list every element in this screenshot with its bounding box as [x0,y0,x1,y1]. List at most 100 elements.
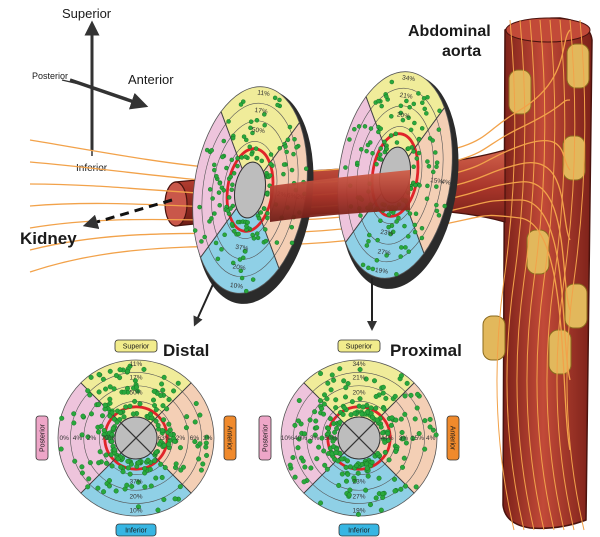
proximal-nerve-dot [363,376,369,382]
distal-nerve-dot [159,474,165,480]
proximal-disk-nerve-dot [421,96,427,101]
proximal-nerve-dot [402,411,408,417]
proximal-disk-nerve-dot [388,133,394,138]
distal-nerve-dot [107,368,113,374]
distal-nerve-dot [101,489,107,495]
proximal-disk-nerve-dot [414,156,419,161]
proximal-nerve-dot [345,381,351,387]
proximal-disk-nerve-dot [419,235,425,241]
distal-nerve-dot [123,404,129,410]
proximal-nerve-dot [408,392,414,398]
proximal-nerve-dot [345,471,351,477]
distal-anterior-pct: 63% [158,435,171,442]
proximal-nerve-dot [321,411,327,417]
distal-nerve-dot [172,496,178,502]
distal-posterior-pct: 79% [101,435,114,442]
distal-disk-inferior-pct: 37% [235,244,249,253]
proximal-disk-nerve-dot [406,234,411,239]
distal-nerve-dot [152,458,158,464]
proximal-nerve-dot [290,455,296,461]
proximal-disk-nerve-dot [424,111,429,116]
distal-nerve-dot [96,460,102,466]
distal-zone-boundary [150,452,192,494]
distal-nerve-dot [153,407,159,413]
proximal-nerve-dot [398,373,404,379]
proximal-disk-nerve-dot [364,243,370,248]
proximal-disk-nerve-dot [406,249,411,254]
proximal-nerve-dot [399,429,405,435]
proximal-disk-nerve-dot [408,127,414,133]
proximal-disk-nerve-dot [386,212,391,217]
svg-text:Inferior: Inferior [348,528,370,535]
distal-posterior-pct: 4% [73,435,83,442]
distal-nerve-dot [164,406,170,412]
distal-disk-nerve-dot [262,112,267,117]
proximal-disk-nerve-dot [358,213,363,218]
distal-superior-pct: 50% [129,389,142,396]
distal-disk-nerve-dot [254,155,260,161]
proximal-title: Proximal [390,341,462,360]
proximal-disk-nerve-dot [413,211,419,216]
proximal-disk-nerve-dot [378,157,384,162]
proximal-nerve-dot [330,438,336,444]
proximal-nerve-dot [355,470,361,476]
distal-nerve-dot [111,386,117,392]
distal-nerve-dot [95,402,101,408]
proximal-disk-nerve-dot [437,108,442,113]
proximal-nerve-dot [382,449,388,455]
proximal-nerve-dot [351,475,357,481]
distal-nerve-dot [193,401,199,407]
proximal-disk-nerve-dot [382,139,387,145]
distal-disk-nerve-dot [274,240,280,245]
proximal-nerve-dot [333,397,339,403]
distal-nerve-dot [117,367,123,373]
proximal-disk-inferior-pct: 19% [375,267,389,276]
proximal-nerve-dot [430,427,436,433]
distal-disk-nerve-dot [244,288,249,294]
distal-disk-nerve-dot [287,124,293,130]
distal-nerve-dot [151,397,157,403]
proximal-disk-nerve-dot [355,160,360,166]
distal-posterior-pct: 0% [60,435,70,442]
distal-nerve-dot [109,432,115,438]
proximal-disk-nerve-dot [425,183,430,189]
distal-disk-nerve-dot [202,234,207,240]
distal-disk-nerve-dot [264,191,270,196]
proximal-disk-nerve-dot [398,254,403,259]
proximal-nerve-dot [324,396,330,402]
proximal-nerve-dot [433,432,439,438]
distal-disk-nerve-dot [277,97,282,103]
proximal-nerve-dot [322,392,328,398]
nerve-fiber [29,181,571,311]
proximal-disk-nerve-dot [420,100,425,105]
distal-disk-zone-boundary [200,207,238,258]
proximal-anterior-tag: Anterior [446,415,460,461]
svg-text:Anterior: Anterior [226,426,233,451]
proximal-disk-nerve-dot [360,262,366,268]
proximal-nerve-dot [347,464,353,470]
distal-nerve-dot [109,438,115,444]
proximal-disk-nerve-dot [400,117,406,123]
proximal-nerve-dot [404,380,410,386]
distal-nerve-dot [156,441,162,447]
proximal-nerve-dot [292,422,298,428]
proximal-anterior-pct: 4% [426,435,436,442]
distal-nerve-dot [110,425,116,431]
proximal-nerve-dot [339,456,345,462]
proximal-disk-nerve-dot [434,208,440,214]
distal-disk-lumen [234,161,266,219]
proximal-disk-nerve-dot [378,146,383,151]
proximal-nerve-dot [365,473,371,479]
proximal-nerve-dot [343,385,349,391]
proximal-disk-nerve-dot [362,124,368,129]
proximal-disk-nerve-dot [398,103,404,109]
distal-nerve-dot [142,466,148,472]
distal-disk-nerve-dot [225,208,230,213]
ganglion [564,283,588,329]
proximal-disk-nerve-dot [356,124,362,129]
proximal-nerve-dot [367,502,373,508]
distal-nerve-dot [107,413,113,419]
proximal-nerve-dot [372,378,378,384]
distal-disk-nerve-dot [263,227,268,232]
